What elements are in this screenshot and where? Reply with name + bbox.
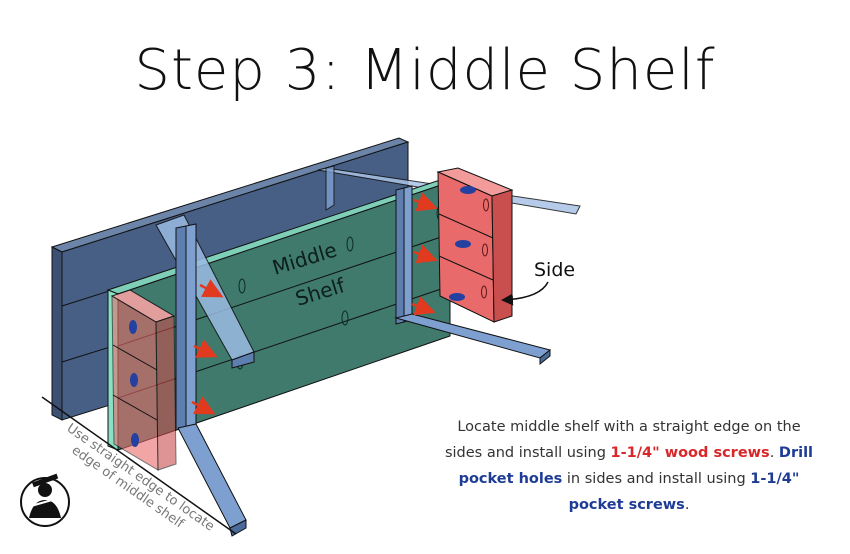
side-pointer-arrow-icon — [501, 281, 549, 306]
instructions-part-2: . — [769, 445, 779, 461]
arrow-icon — [413, 192, 438, 212]
wood-screws-highlight: 1-1/4" wood screws — [610, 445, 770, 461]
screw-arrows — [191, 192, 438, 415]
instructions-text: Locate middle shelf with a straight edge… — [440, 414, 818, 518]
instructions-part-3: in sides and install using — [562, 471, 751, 487]
pocket-screws-highlight: 1-1/4" pocket screws — [568, 471, 800, 513]
instructions-part-4: . — [684, 497, 690, 513]
arrow-icon — [193, 339, 218, 358]
straight-edge-line — [41, 396, 237, 535]
right-side-panel — [436, 167, 514, 323]
woodworker-logo-icon — [20, 473, 70, 527]
arrow-icon — [411, 296, 436, 316]
drill-pocket-holes-highlight: Drill pocket holes — [458, 445, 814, 487]
front-right-leg — [394, 185, 552, 366]
arrow-icon — [191, 396, 216, 415]
page-title: Step 3: Middle Shelf — [134, 38, 716, 103]
instructions-part-1: Locate middle shelf with a straight edge… — [444, 419, 801, 461]
arrow-icon — [413, 244, 438, 264]
arrow-icon — [199, 279, 224, 298]
side-label: Side — [534, 259, 575, 281]
left-side-panel — [110, 289, 177, 471]
